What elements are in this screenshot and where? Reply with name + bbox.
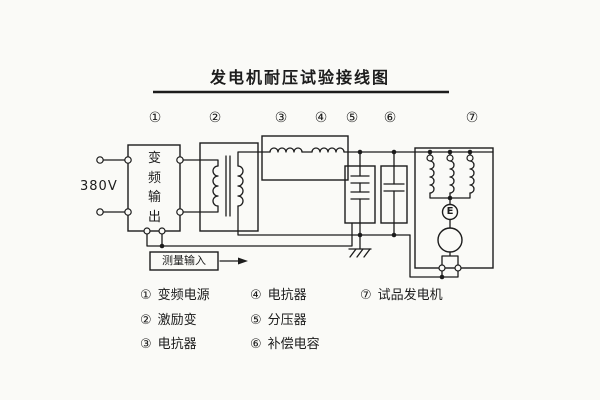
- measurement-input-line: [146, 222, 353, 271]
- legend-item-3: ③ 电抗器: [140, 333, 197, 352]
- legend-number: ⑦: [360, 288, 372, 303]
- rotor-circle: [437, 227, 463, 253]
- legend-item-5: ⑤ 分压器: [250, 309, 307, 328]
- divider-capacitor-upper: [350, 175, 370, 184]
- legend-label: 变频电源: [157, 288, 210, 303]
- compensation-capacitor: [380, 151, 408, 236]
- legend-item-1: ① 变频电源: [140, 284, 210, 303]
- legend-item-2: ② 激励变: [140, 309, 197, 328]
- exciter-letter: E: [446, 206, 454, 217]
- converter-vertical-label: 变频输出: [147, 151, 161, 225]
- legend-number: ⑥: [250, 337, 262, 352]
- page-title: 发电机耐压试验接线图: [209, 68, 390, 87]
- stator-winding-1: [429, 160, 435, 194]
- ground-symbol: [348, 234, 372, 258]
- capacitor-plates: [383, 183, 405, 192]
- source-voltage-label: 380V: [80, 179, 118, 194]
- measurement-input-label: 测量输入: [162, 254, 206, 267]
- stator-winding-2: [449, 160, 455, 194]
- legend-label: 分压器: [267, 313, 307, 328]
- excitation-transformer: [199, 142, 411, 236]
- primary-winding-coil: [212, 165, 219, 207]
- component-number-3: ③: [274, 110, 288, 126]
- legend-number: ②: [140, 313, 152, 328]
- measurement-label-frame: [149, 251, 219, 271]
- power-source-terminals: [96, 156, 126, 216]
- arrow-right-icon: [238, 257, 248, 265]
- reactor-coil-3: [269, 147, 303, 153]
- component-number-2: ②: [208, 110, 222, 126]
- legend-label: 电抗器: [157, 337, 197, 352]
- legend-label: 试品发电机: [377, 288, 443, 303]
- legend-number: ①: [140, 288, 152, 303]
- component-number-7: ⑦: [465, 110, 479, 126]
- component-number-1: ①: [148, 110, 162, 126]
- divider-capacitor-lower: [350, 191, 370, 200]
- junction-dots: [159, 149, 473, 280]
- component-number-5: ⑤: [345, 110, 359, 126]
- stator-winding-3: [469, 160, 475, 194]
- legend-item-4: ④ 电抗器: [250, 284, 307, 303]
- legend-label: 补偿电容: [267, 337, 320, 352]
- secondary-winding-coil: [237, 165, 244, 207]
- component-number-4: ④: [314, 110, 328, 126]
- legend-number: ④: [250, 288, 262, 303]
- transformer-core: [225, 155, 231, 217]
- legend-label: 激励变: [157, 313, 197, 328]
- legend-item-7: ⑦ 试品发电机: [360, 284, 443, 303]
- frequency-converter-box: [124, 144, 201, 235]
- legend-number: ⑤: [250, 313, 262, 328]
- reactor-coil-4: [311, 147, 345, 153]
- bottom-return-bus: [237, 205, 411, 236]
- legend-item-6: ⑥ 补偿电容: [250, 333, 320, 352]
- reactor-box: [261, 135, 494, 181]
- legend-label: 电抗器: [267, 288, 307, 303]
- generator-return-path: [409, 234, 459, 278]
- legend-number: ③: [140, 337, 152, 352]
- voltage-divider: [344, 151, 376, 236]
- component-number-6: ⑥: [383, 110, 397, 126]
